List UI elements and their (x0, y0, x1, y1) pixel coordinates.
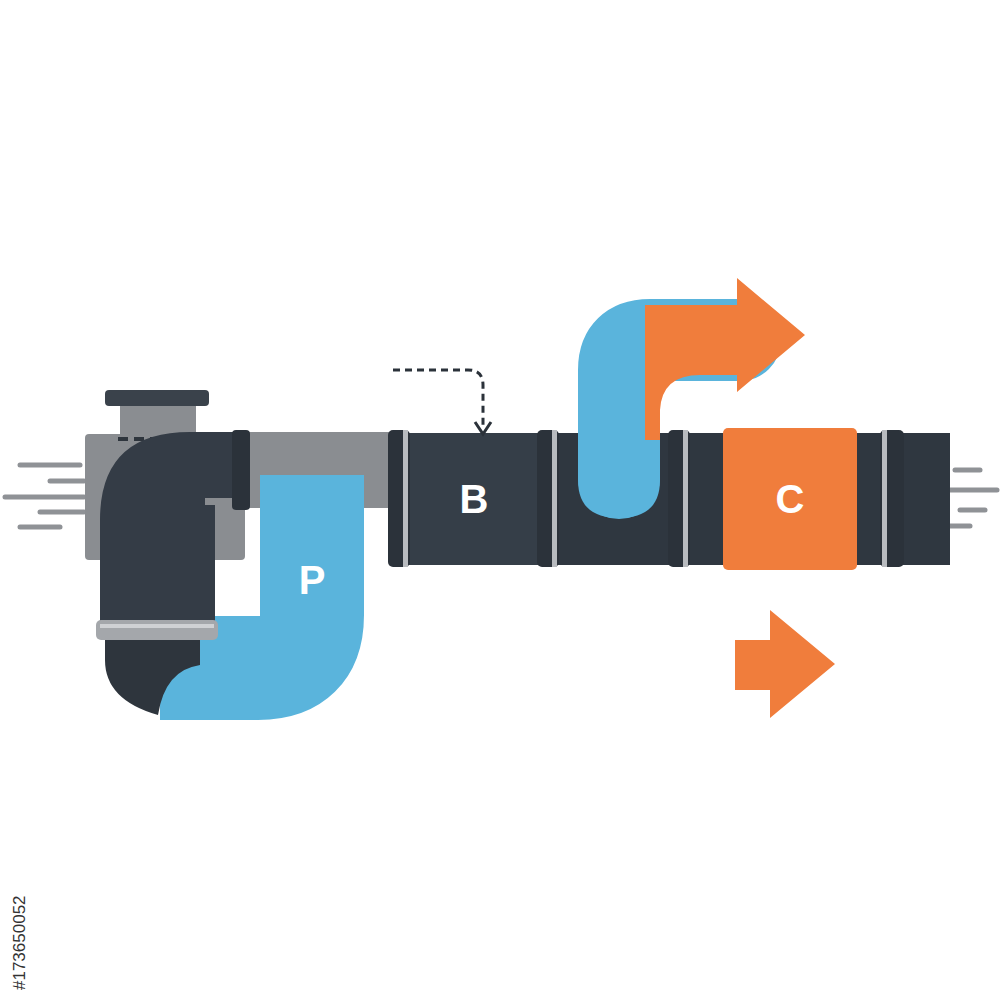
orange-arrow-bottom (735, 610, 835, 718)
elbow-flange (232, 430, 250, 510)
stock-id-watermark: #173650052 (10, 895, 30, 990)
orange-box: C (723, 428, 857, 570)
pipe-segment: B (412, 440, 536, 558)
collar-shine (100, 624, 214, 628)
orange-arrow-top (645, 278, 805, 440)
tee-cap (105, 390, 209, 406)
blue-riser-bottom (578, 440, 660, 518)
pointer-head (475, 422, 491, 434)
b-segment (410, 433, 540, 565)
collar (96, 620, 218, 640)
node-letter: C (776, 479, 805, 519)
elbow-bottom (105, 640, 200, 715)
node-letter: B (460, 479, 489, 519)
node-letter: P (299, 560, 326, 600)
blue-pipe-label: P (262, 540, 362, 620)
elbow (100, 432, 245, 625)
dashed-pointer (393, 370, 483, 425)
